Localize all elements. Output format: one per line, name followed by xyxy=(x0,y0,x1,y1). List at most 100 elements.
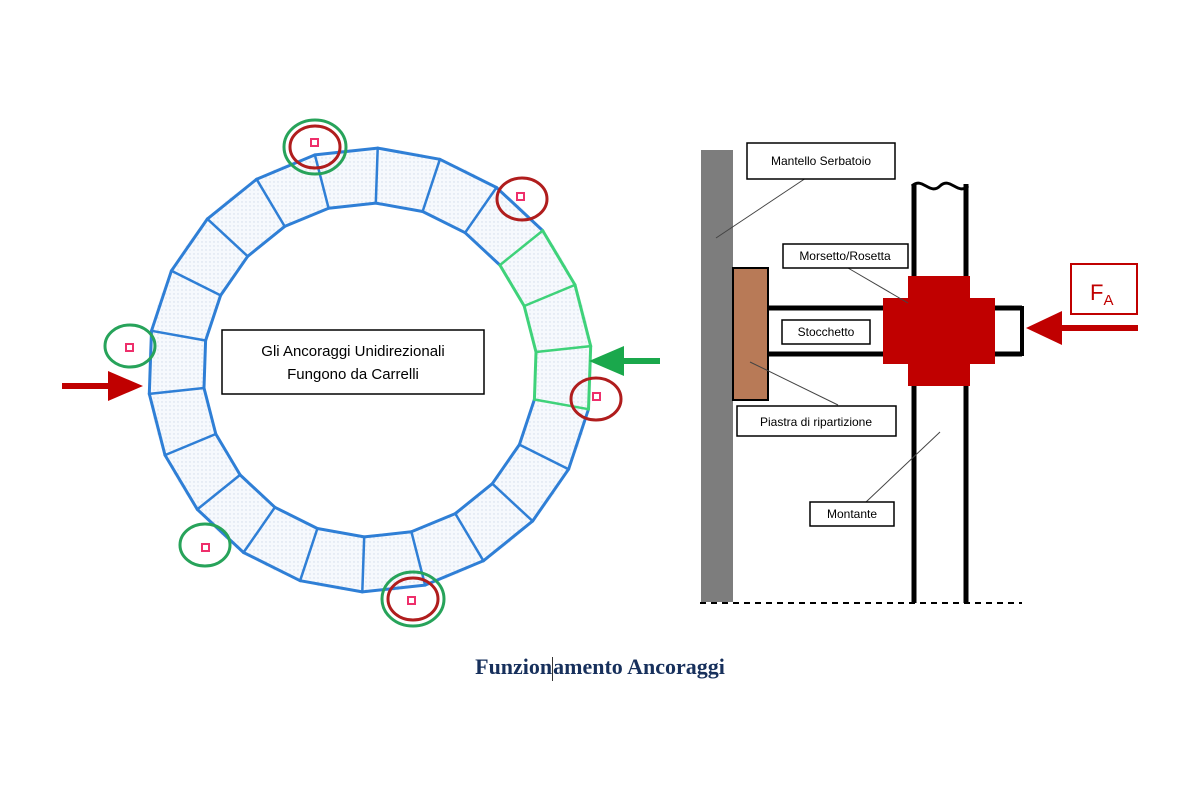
anchor-detail-diagram: FA Mantello Serbatoio Morsetto/Rosetta S… xyxy=(700,142,1138,604)
force-subscript: A xyxy=(1103,292,1113,309)
callout-clamp: Morsetto/Rosetta xyxy=(782,243,909,269)
ring-outer-segment xyxy=(360,583,427,594)
ring-inner-segment xyxy=(238,473,277,509)
ring-inner-segment xyxy=(409,512,457,534)
anchor-bottom-left xyxy=(178,522,232,568)
force-label: FA xyxy=(1090,280,1113,309)
ring-outer-segment xyxy=(573,283,593,348)
anchor-point-icon xyxy=(310,138,319,147)
clamp-rosette xyxy=(883,276,995,386)
ring-divider xyxy=(522,283,577,308)
ring-inner-segment xyxy=(283,206,331,228)
ring-inner-segment xyxy=(362,530,413,539)
ring-divider xyxy=(148,386,206,396)
ring-outer-segment xyxy=(205,177,259,221)
ring-outer-segment xyxy=(163,453,199,511)
anchor-green-circle xyxy=(178,522,232,568)
ring-inner-segment xyxy=(219,254,250,297)
ring-inner-segment xyxy=(490,443,521,486)
callout-clamp-text: Morsetto/Rosetta xyxy=(799,249,891,263)
ring-outer-segment xyxy=(147,392,167,457)
callout-plate: Piastra di ripartizione xyxy=(736,405,897,437)
ring-inner-segment xyxy=(522,304,538,354)
force-arrow-right-green xyxy=(589,346,660,376)
force-arrow-left-red xyxy=(62,371,143,401)
distribution-plate xyxy=(732,267,769,401)
anchor-red-circle xyxy=(288,124,342,170)
anchor-point-icon xyxy=(407,596,416,605)
anchor-bottom xyxy=(380,570,446,628)
ring-divider xyxy=(454,512,485,563)
ring-divider xyxy=(206,217,249,258)
ring-outer-segment xyxy=(169,217,209,273)
callout-upright: Montante xyxy=(809,501,895,527)
force-letter: F xyxy=(1090,280,1103,305)
ring-outer-segment xyxy=(531,467,571,523)
caption-part1: Funzion xyxy=(475,654,553,679)
anchor-green-circle xyxy=(380,570,446,628)
ring-divider xyxy=(150,329,207,342)
callout-tank-shell-text: Mantello Serbatoio xyxy=(771,154,871,168)
ring-divider xyxy=(410,530,427,587)
ring-outer-segment xyxy=(481,519,535,563)
ring-label-box: Gli Ancoraggi Unidirezionali Fungono da … xyxy=(221,329,485,395)
anchor-point-icon xyxy=(592,392,601,401)
anchor-top-right xyxy=(495,176,549,222)
anchor-top xyxy=(282,118,348,176)
anchor-point-icon xyxy=(125,343,134,352)
ring-outer-segment xyxy=(150,269,173,333)
anchor-point-icon xyxy=(201,543,210,552)
anchor-green-circle xyxy=(282,118,348,176)
ring-outer-edge xyxy=(147,146,590,594)
callout-stub-text: Stocchetto xyxy=(798,325,855,339)
ring-divider xyxy=(498,229,544,267)
ring-divider xyxy=(313,153,330,210)
ring-inner-segment xyxy=(315,527,366,539)
text-cursor xyxy=(552,656,554,681)
ring-inner-segment xyxy=(421,210,467,235)
ring-divider xyxy=(374,146,379,205)
ring-inner-segment xyxy=(214,432,242,477)
ring-divider xyxy=(242,506,277,554)
callout-tank-shell: Mantello Serbatoio xyxy=(746,142,896,180)
callout-plate-text: Piastra di ripartizione xyxy=(760,415,872,429)
tank-shell-wall xyxy=(701,150,733,602)
ring-divider xyxy=(421,158,442,213)
ring-divider xyxy=(533,398,590,411)
ring-inner-segment xyxy=(463,231,502,267)
ring-outer-segment xyxy=(147,329,153,396)
ring-inner-segment xyxy=(517,398,536,447)
ring-outer-segment xyxy=(255,153,317,181)
ring-inner-segment xyxy=(453,482,494,516)
ring-divider xyxy=(463,186,498,234)
ring-inner-segment xyxy=(273,505,319,530)
anchor-left xyxy=(103,323,157,369)
ring-inner-segment xyxy=(202,339,208,390)
ring-inner-segment xyxy=(202,386,218,436)
force-arrow-fa xyxy=(1026,311,1138,345)
ring-inner-segment xyxy=(246,224,287,258)
ring-outer-segment xyxy=(495,186,545,233)
ring-divider xyxy=(518,443,570,471)
anchor-red-circle xyxy=(495,176,549,222)
upright-break-mark xyxy=(910,181,970,191)
anchor-red-circle xyxy=(386,576,440,622)
ring-label-line1: Gli Ancoraggi Unidirezionali xyxy=(261,343,444,360)
caption-part2: amento Ancoraggi xyxy=(553,654,725,679)
ring-divider xyxy=(491,482,534,523)
ring-outer-segment xyxy=(298,579,364,594)
ring-label-line2: Fungono da Carrelli xyxy=(287,366,419,383)
ring-outer-segment xyxy=(438,157,498,189)
highlighted-segments xyxy=(498,229,593,411)
anchor-green-circle xyxy=(103,323,157,369)
figure-caption: Funzionamento Ancoraggi xyxy=(0,654,1200,690)
ring-inner-segment xyxy=(374,201,425,213)
ring-divider xyxy=(298,527,319,582)
ring-inner-segment xyxy=(532,350,538,401)
callout-upright-text: Montante xyxy=(827,507,877,521)
ring-divider xyxy=(170,269,222,297)
ring-divider xyxy=(163,432,218,457)
anchor-right xyxy=(569,376,623,422)
ring-segment-dividers xyxy=(148,146,570,594)
